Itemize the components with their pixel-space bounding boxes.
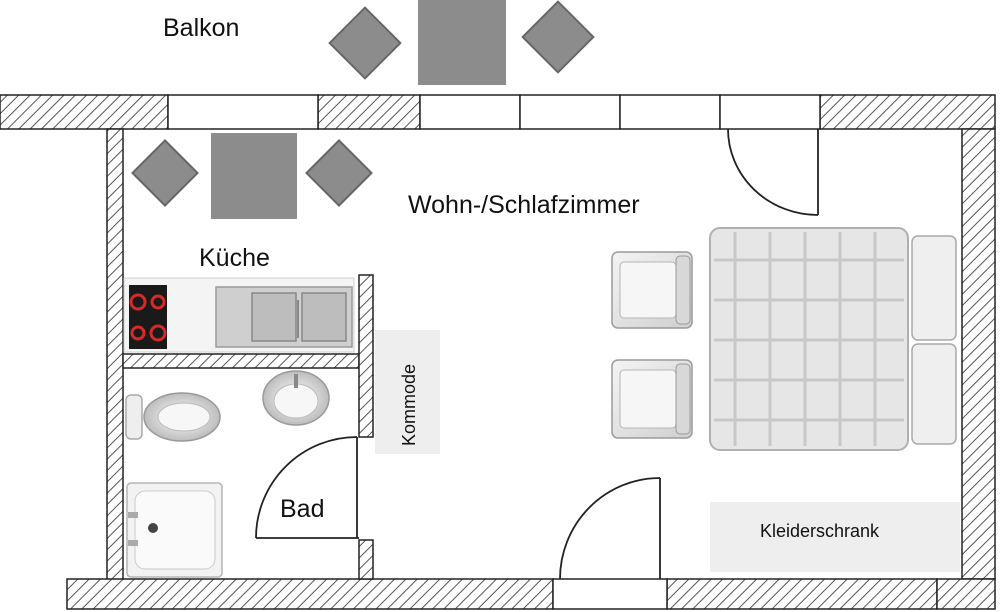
window-2 (419, 94, 521, 130)
hob (129, 285, 167, 349)
doors (255, 128, 819, 580)
kitchen-sink (215, 286, 353, 348)
armchair-top (611, 251, 693, 329)
pillow-top (911, 235, 957, 341)
balcony-furniture (328, 0, 595, 85)
shower-tray (126, 482, 223, 578)
balcony-table (418, 0, 506, 85)
window-1 (167, 94, 319, 130)
dining-set (131, 133, 373, 219)
pillow-bottom (911, 343, 957, 445)
label-wardrobe: Kleiderschrank (760, 521, 880, 541)
label-bath: Bad (280, 495, 324, 523)
dining-chair-right (305, 139, 373, 207)
balcony-chair-left (328, 6, 402, 80)
window-3 (519, 94, 621, 130)
entry-door (559, 477, 661, 580)
armchair-bottom (611, 359, 693, 439)
windows (167, 94, 821, 610)
dining-table (211, 133, 297, 219)
bath-door (255, 436, 359, 539)
balcony-door (727, 128, 819, 216)
toilet (125, 392, 221, 442)
kitchen-counter (123, 277, 355, 353)
double-bed (709, 227, 957, 451)
window-5 (719, 94, 821, 130)
balcony-chair-right (521, 0, 595, 74)
entry-threshold (552, 578, 668, 610)
label-balcony: Balkon (163, 14, 239, 42)
label-dresser: Kommode (399, 364, 419, 446)
wardrobe (710, 502, 960, 572)
label-kitchen: Küche (199, 244, 270, 272)
window-4 (619, 94, 721, 130)
label-living-room: Wohn-/Schlafzimmer (408, 191, 640, 219)
dresser (375, 330, 440, 454)
wash-basin (262, 370, 330, 426)
walls (0, 94, 996, 610)
bathroom-fixtures (125, 370, 330, 578)
dining-chair-left (131, 139, 199, 207)
